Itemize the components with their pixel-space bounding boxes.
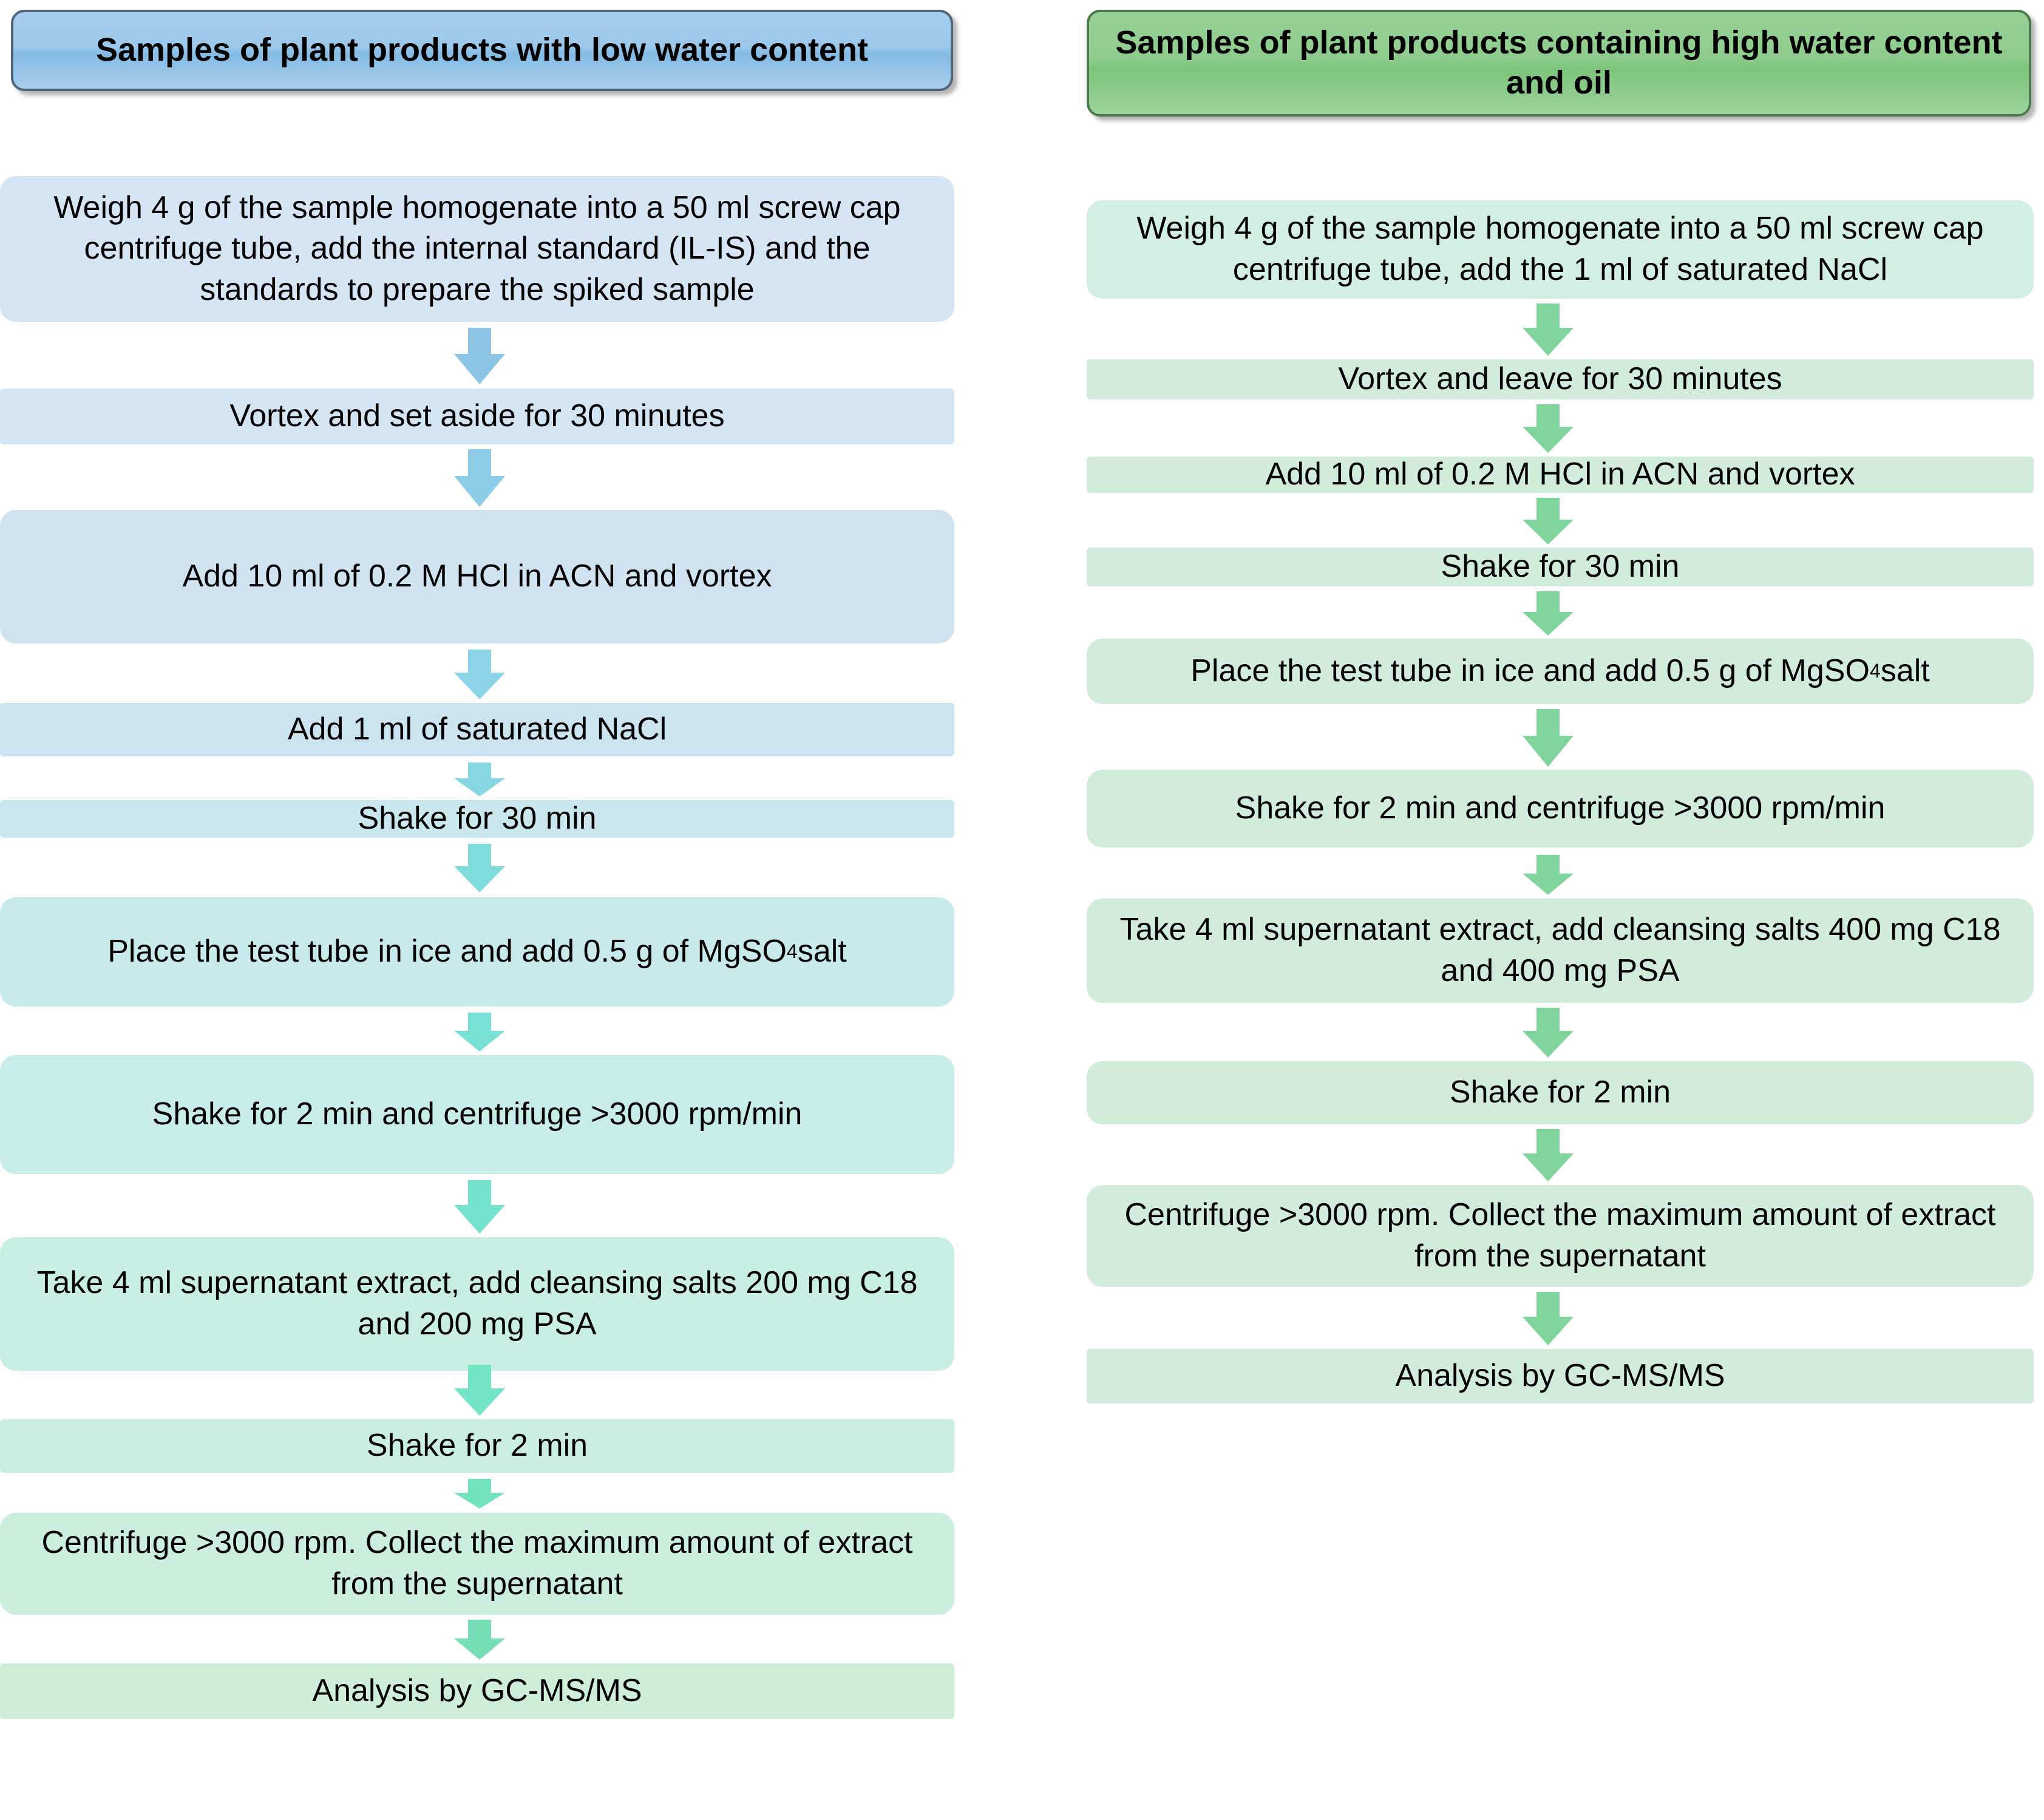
column-header-high-water-oil: Samples of plant products containing hig… — [1087, 10, 2031, 117]
flow-arrow-down-icon — [1512, 304, 1584, 356]
flow-arrow-down-icon — [443, 328, 516, 385]
column-header-low-water: Samples of plant products with low water… — [11, 10, 953, 91]
step-box: Vortex and leave for 30 minutes — [1087, 359, 2034, 399]
flow-arrow-down-icon — [1512, 1292, 1584, 1346]
step-box: Place the test tube in ice and add 0.5 g… — [0, 897, 954, 1007]
flow-arrow-down-icon — [1512, 855, 1584, 895]
flow-arrow-down-icon — [1512, 1129, 1584, 1182]
step-box: Centrifuge >3000 rpm. Collect the maximu… — [1087, 1185, 2034, 1287]
step-box: Take 4 ml supernatant extract, add clean… — [0, 1237, 954, 1371]
flow-arrow-down-icon — [1512, 591, 1584, 636]
step-box: Vortex and set aside for 30 minutes — [0, 389, 954, 444]
flow-arrow-down-icon — [443, 1013, 516, 1051]
flow-arrow-down-icon — [1512, 709, 1584, 767]
step-box: Weigh 4 g of the sample homogenate into … — [1087, 200, 2034, 299]
flow-arrow-down-icon — [1512, 404, 1584, 453]
flow-arrow-down-icon — [1512, 498, 1584, 545]
flow-arrow-down-icon — [443, 844, 516, 893]
flow-arrow-down-icon — [1512, 1008, 1584, 1058]
step-box: Shake for 2 min and centrifuge >3000 rpm… — [1087, 770, 2034, 847]
step-box: Add 10 ml of 0.2 M HCl in ACN and vortex — [0, 510, 954, 643]
step-box: Shake for 30 min — [0, 800, 954, 838]
step-box: Add 1 ml of saturated NaCl — [0, 703, 954, 756]
step-box: Shake for 2 min and centrifuge >3000 rpm… — [0, 1055, 954, 1174]
flow-arrow-down-icon — [443, 1365, 516, 1416]
step-box: Centrifuge >3000 rpm. Collect the maximu… — [0, 1513, 954, 1615]
step-box: Shake for 2 min — [0, 1419, 954, 1473]
step-box: Take 4 ml supernatant extract, add clean… — [1087, 898, 2034, 1003]
step-box: Shake for 30 min — [1087, 548, 2034, 586]
step-box: Add 10 ml of 0.2 M HCl in ACN and vortex — [1087, 457, 2034, 493]
step-box: Weigh 4 g of the sample homogenate into … — [0, 176, 954, 322]
step-box: Place the test tube in ice and add 0.5 g… — [1087, 639, 2034, 704]
flow-arrow-down-icon — [443, 1620, 516, 1660]
flow-arrow-down-icon — [443, 762, 516, 796]
flow-arrow-down-icon — [443, 650, 516, 700]
flow-arrow-down-icon — [443, 449, 516, 508]
step-box: Shake for 2 min — [1087, 1061, 2034, 1124]
flow-arrow-down-icon — [443, 1479, 516, 1509]
step-box: Analysis by GC-MS/MS — [0, 1663, 954, 1719]
step-box: Analysis by GC-MS/MS — [1087, 1349, 2034, 1404]
flow-arrow-down-icon — [443, 1180, 516, 1234]
